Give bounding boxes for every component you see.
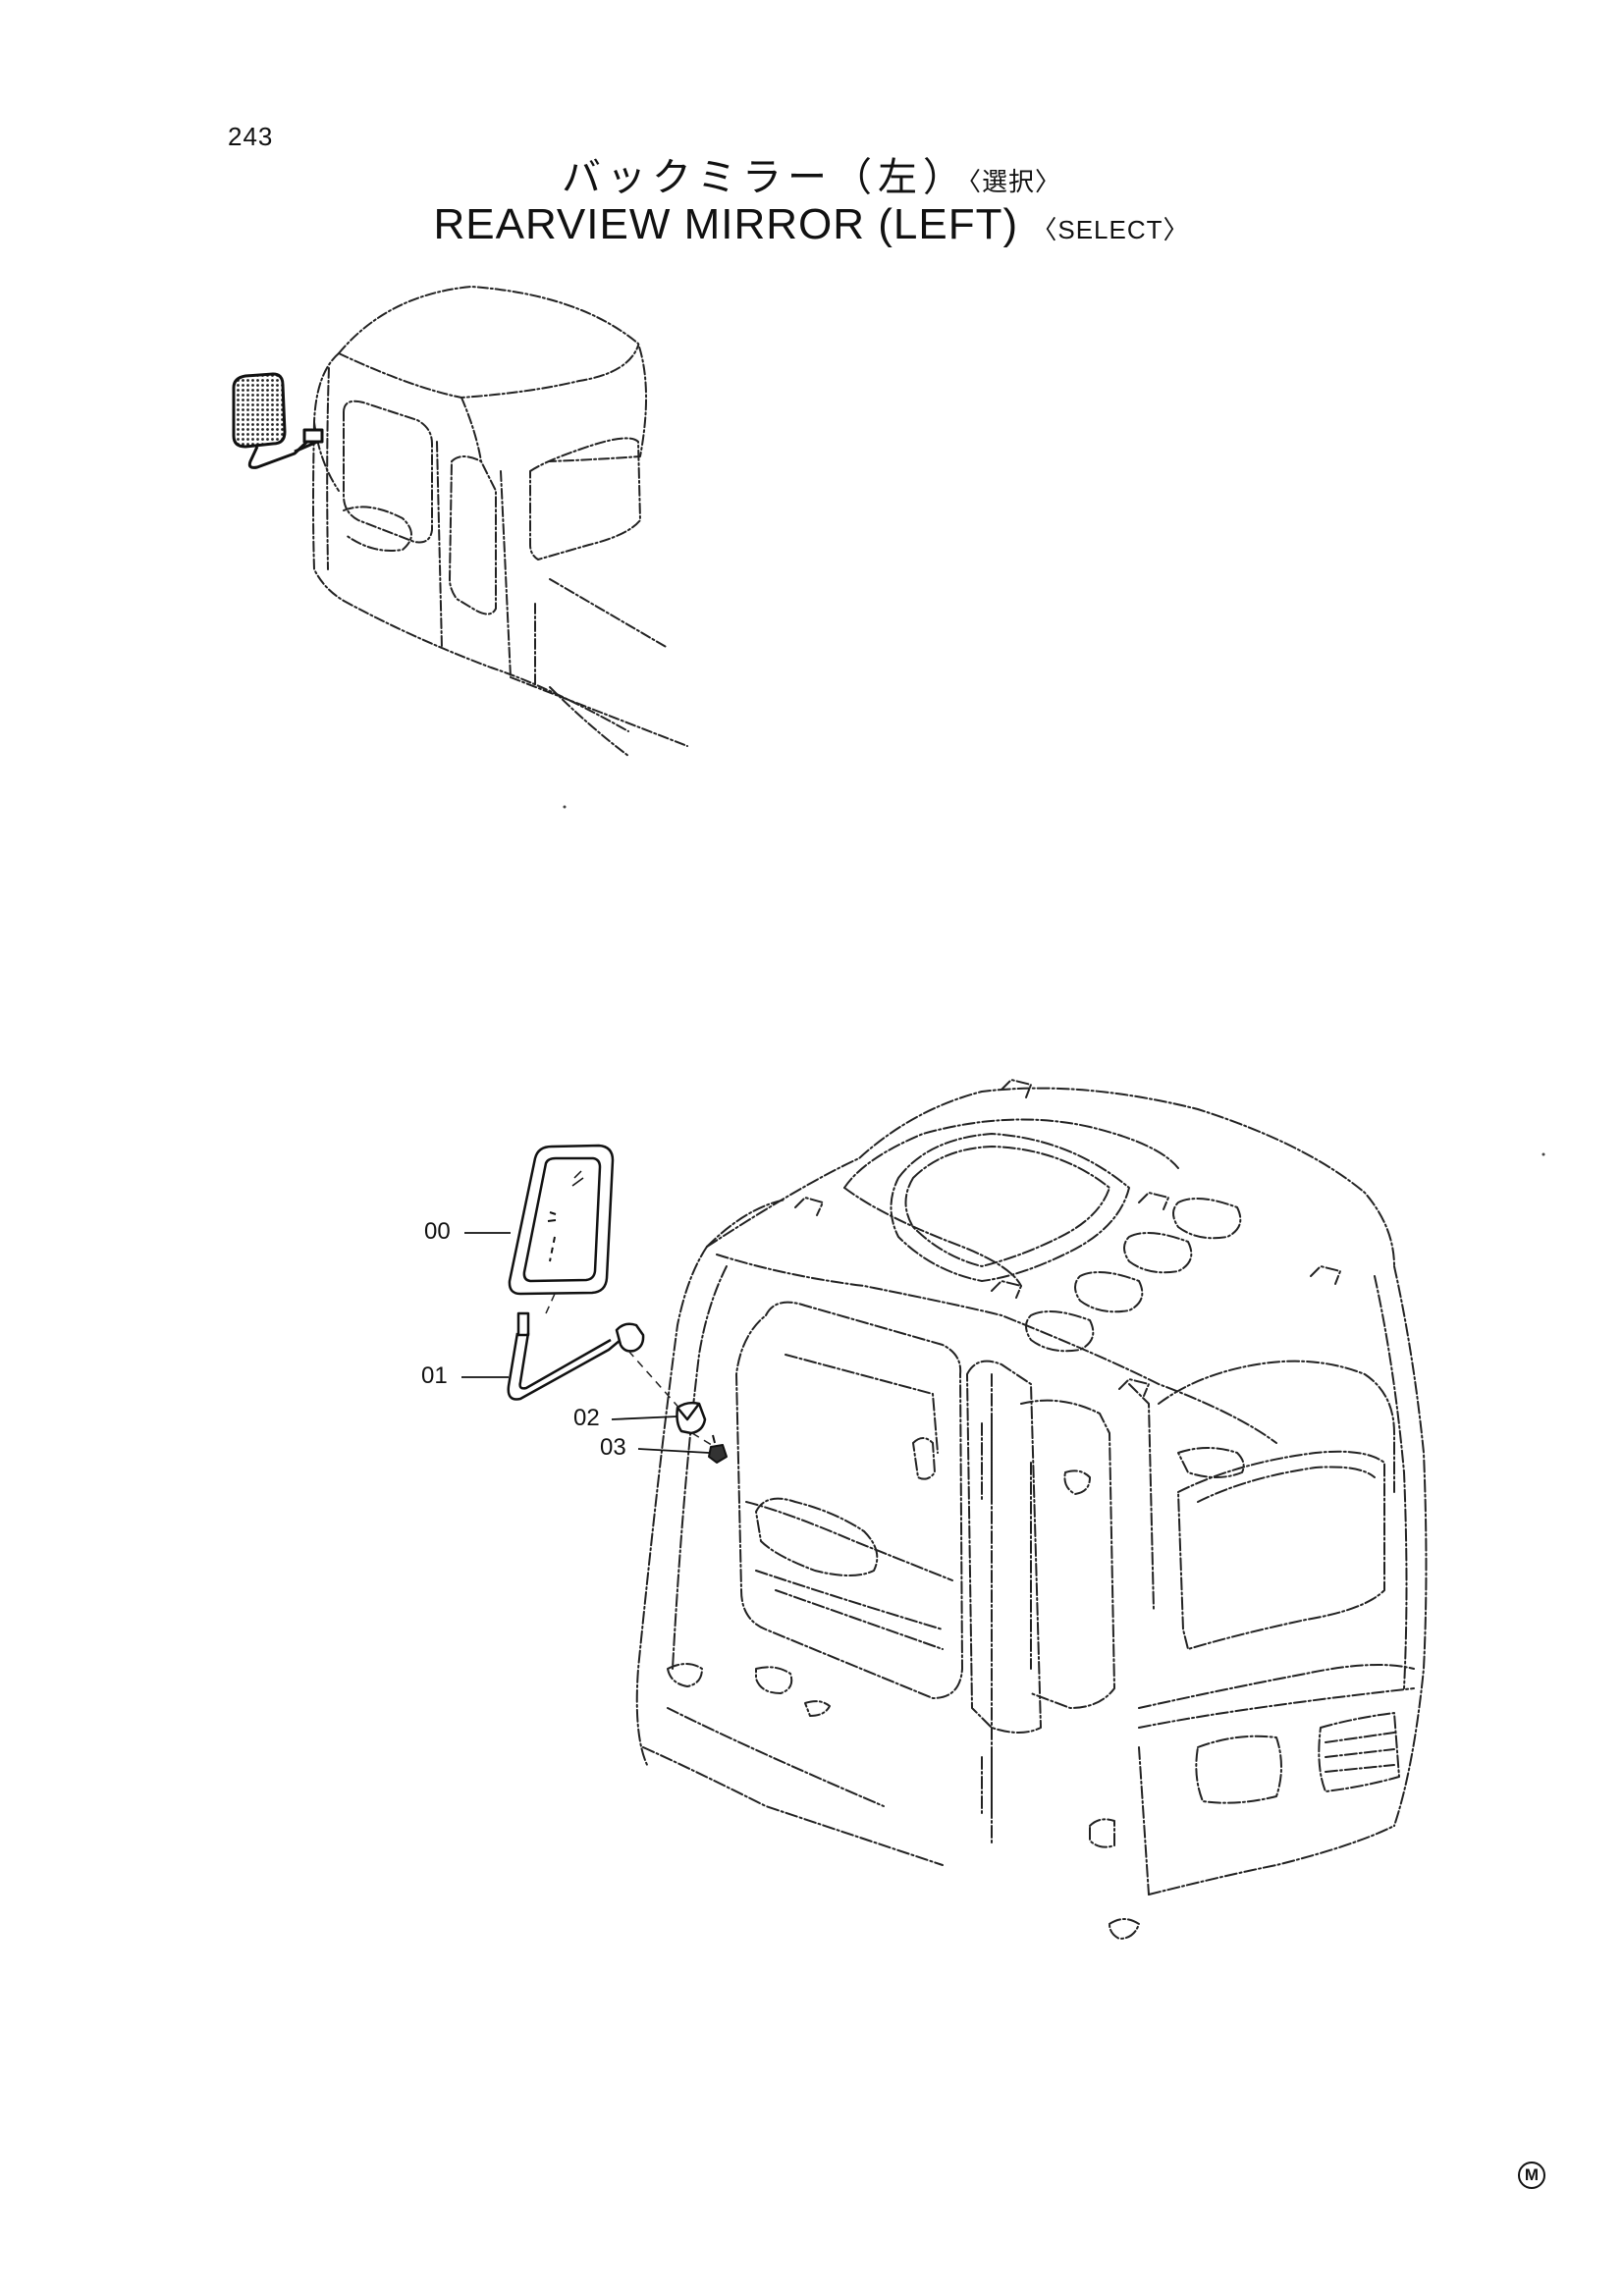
part-00-mirror [508, 1144, 615, 1296]
page-number: 243 [228, 122, 274, 151]
exploded-cab-illustration [635, 1079, 1428, 1940]
overview-cab-illustration [312, 286, 688, 757]
title-english: REARVIEW MIRROR (LEFT) 〈SELECT〉 [0, 200, 1623, 249]
title-jp-tag: 〈選択〉 [967, 168, 1061, 197]
leader-lines [461, 1232, 710, 1454]
part-01-stay [507, 1311, 645, 1401]
part-02-bracket [676, 1401, 707, 1435]
title-jp-text: バックミラー（左） [561, 155, 968, 200]
callout-03: 03 [600, 1434, 626, 1461]
part-03-bolt [708, 1434, 728, 1464]
callout-01: 01 [421, 1362, 448, 1389]
title-en-text: REARVIEW MIRROR (LEFT) [433, 200, 1019, 248]
callout-02: 02 [573, 1405, 600, 1431]
assembly-lines [545, 1293, 716, 1448]
callout-00: 00 [424, 1218, 451, 1245]
overview-mirror-illustration [232, 372, 324, 469]
title-en-tag: 〈SELECT〉 [1031, 215, 1190, 244]
title-japanese: バックミラー（左）〈選択〉 [0, 145, 1623, 202]
m-mark-icon: M [1518, 2162, 1545, 2189]
